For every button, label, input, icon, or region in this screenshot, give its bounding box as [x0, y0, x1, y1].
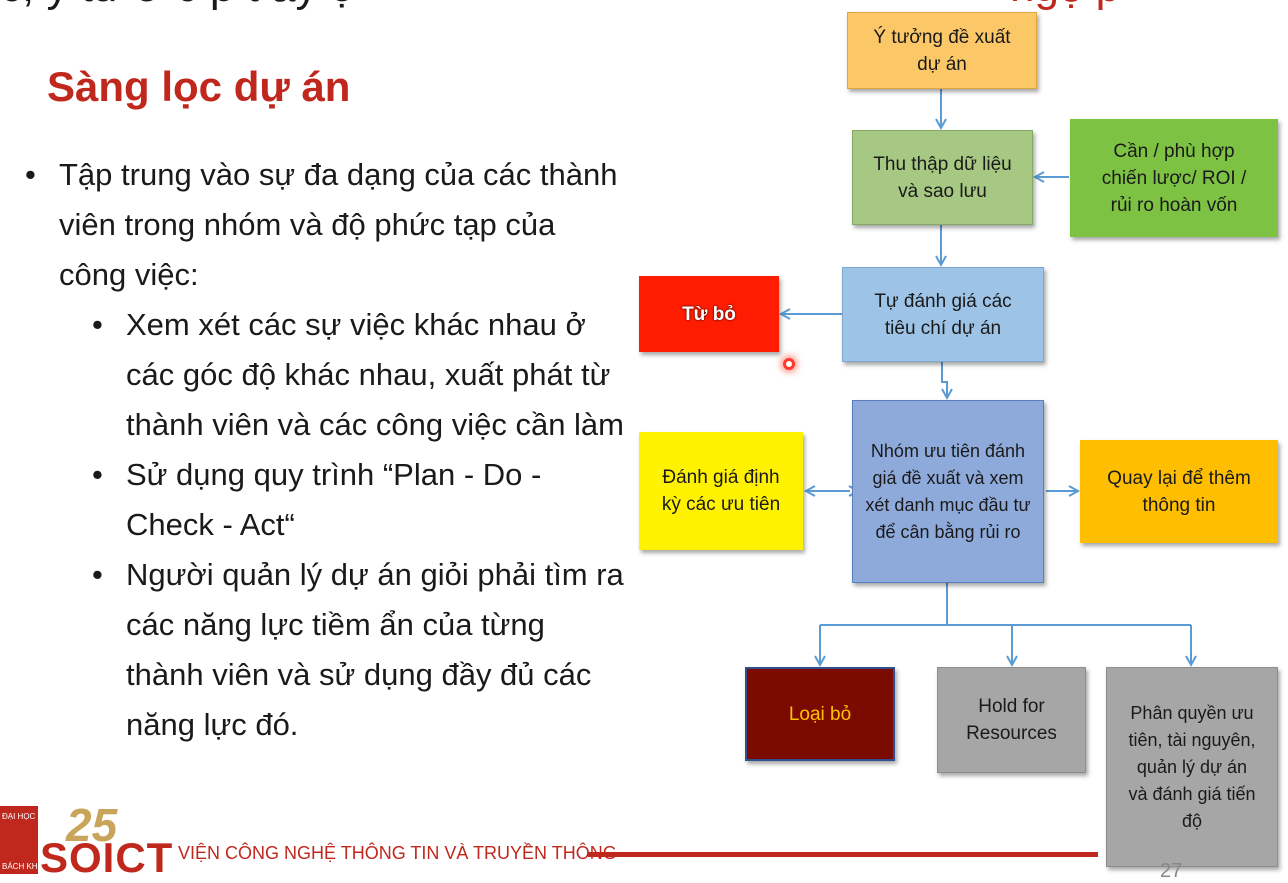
laser-pointer-icon	[783, 358, 795, 370]
box-priority-group: Nhóm ưu tiên đánh giá đề xuất và xem xét…	[852, 400, 1044, 583]
box-hold-label: Hold for Resources	[966, 696, 1057, 744]
bullet-main: Tập trung vào sự đa dạng của các thành v…	[25, 150, 625, 300]
sub-bullet: Xem xét các sự việc khác nhau ở các góc …	[25, 300, 625, 450]
cut-title-red: ngộ p	[1010, 0, 1120, 12]
box-reject: Từ bỏ	[639, 276, 779, 352]
footer-divider	[588, 852, 1098, 857]
arrow-assess-priority	[941, 362, 953, 401]
box-idea: Ý tưởng đề xuất dự án	[847, 12, 1037, 89]
box-priority-group-label: Nhóm ưu tiên đánh giá đề xuất và xem xét…	[865, 440, 1031, 542]
page-number: 27	[1160, 860, 1183, 882]
sub-bullet: Sử dụng quy trình “Plan - Do - Check - A…	[25, 450, 625, 550]
box-self-assess-label: Tự đánh giá các tiêu chí dự án	[874, 290, 1012, 339]
university-logo-icon	[0, 806, 38, 874]
box-back-label: Quay lại để thêm thông tin	[1107, 467, 1251, 516]
soict-logo-text: SOICT	[40, 834, 174, 881]
box-hold: Hold for Resources	[937, 667, 1086, 773]
cut-title-black: c, ý tư ở c p t ây ọ	[0, 0, 354, 11]
logo-bottom-text: BÁCH KHOA	[2, 862, 50, 871]
bullet-list: Tập trung vào sự đa dạng của các thành v…	[25, 150, 625, 750]
box-assign: Phân quyền ưu tiên, tài nguyên, quản lý …	[1106, 667, 1278, 867]
logo-top-text: ĐẠI HỌC	[2, 812, 36, 821]
box-remove: Loại bỏ	[745, 667, 895, 761]
box-assign-label: Phân quyền ưu tiên, tài nguyên, quản lý …	[1128, 702, 1256, 831]
cut-off-slide-title: c, ý tư ở c p t ây ọ ngộ p	[0, 0, 1288, 14]
box-periodic: Đánh giá định kỳ các ưu tiên	[639, 432, 803, 550]
box-collect: Thu thập dữ liệu và sao lưu	[852, 130, 1033, 225]
box-remove-label: Loại bỏ	[788, 703, 852, 725]
box-reject-label: Từ bỏ	[682, 303, 736, 325]
sub-bullet: Người quản lý dự án giỏi phải tìm ra các…	[25, 550, 625, 750]
box-need: Cần / phù hợp chiến lược/ ROI / rủi ro h…	[1070, 119, 1278, 237]
box-need-label: Cần / phù hợp chiến lược/ ROI / rủi ro h…	[1101, 140, 1247, 216]
anniversary-number: 25	[66, 799, 118, 851]
box-back: Quay lại để thêm thông tin	[1080, 440, 1278, 543]
box-collect-label: Thu thập dữ liệu và sao lưu	[873, 153, 1012, 202]
box-periodic-label: Đánh giá định kỳ các ưu tiên	[661, 467, 781, 515]
box-self-assess: Tự đánh giá các tiêu chí dự án	[842, 267, 1044, 362]
box-idea-label: Ý tưởng đề xuất dự án	[873, 26, 1011, 75]
slide-heading: Sàng lọc dự án	[47, 63, 351, 110]
institute-name: VIỆN CÔNG NGHỆ THÔNG TIN VÀ TRUYỀN THÔNG	[178, 843, 617, 863]
